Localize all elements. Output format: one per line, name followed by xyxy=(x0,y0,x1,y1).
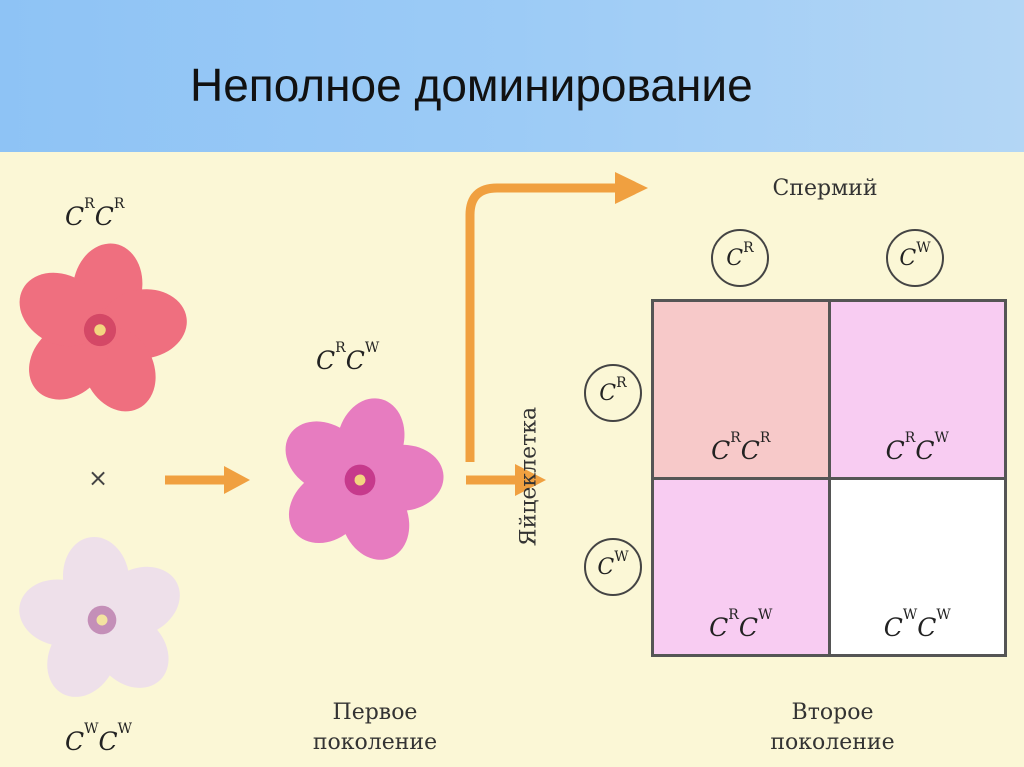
cell-genotype: CWCW xyxy=(883,607,951,642)
cross-symbol: × xyxy=(88,464,109,492)
red-flower xyxy=(0,227,208,436)
f1-pink-flower xyxy=(250,376,469,588)
white-flower xyxy=(1,524,203,719)
egg-allele-r: CR xyxy=(584,364,642,422)
arrow-f1-to-sperm xyxy=(465,172,648,462)
punnett-cell-rw-bottom: CRCW xyxy=(654,479,828,654)
f2-label: Второе поколение xyxy=(770,700,895,755)
cell-genotype: CRCW xyxy=(709,607,773,642)
red-parent-genotype: CRCR xyxy=(65,196,125,231)
cell-genotype: CRCR xyxy=(711,429,771,465)
arrow-parents-to-f1 xyxy=(165,466,250,494)
egg-allele-w: CW xyxy=(584,538,642,596)
egg-label: Яйцеклетка xyxy=(516,406,542,547)
title-bar: Неполное доминирование xyxy=(0,0,1024,152)
sperm-allele-w: CW xyxy=(886,229,944,287)
arrow-f1-to-egg xyxy=(466,464,546,496)
punnett-cell-rw-top: CRCW xyxy=(830,302,1004,477)
f1-label: Первое поколение xyxy=(312,700,438,755)
sperm-label: Спермий xyxy=(772,176,878,201)
punnett-square: CRCR CRCW CRCW CWCW xyxy=(651,299,1007,657)
white-parent-genotype: CWCW xyxy=(65,721,133,756)
sperm-allele-r: CR xyxy=(711,229,769,287)
cell-genotype: CRCW xyxy=(885,429,949,465)
f1-genotype: CRCW xyxy=(316,340,380,375)
punnett-cell-ww: CWCW xyxy=(830,479,1004,654)
page-title: Неполное доминирование xyxy=(190,59,753,111)
punnett-cell-rr: CRCR xyxy=(654,302,828,477)
